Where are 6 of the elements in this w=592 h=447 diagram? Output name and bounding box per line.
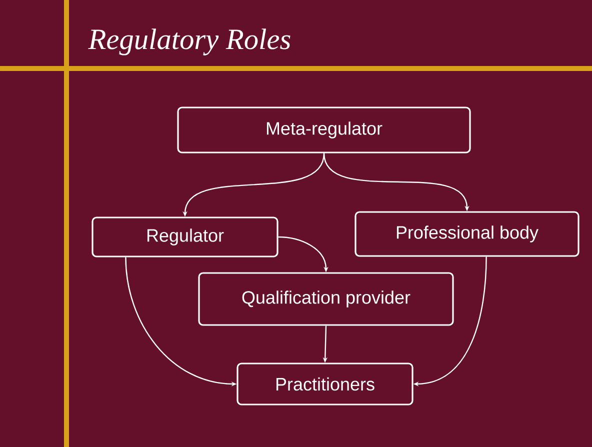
process-box: Professional body	[354, 211, 580, 257]
process-box: Qualification provider	[198, 272, 454, 326]
slide-title: Regulatory Roles	[88, 28, 290, 56]
process-box: Meta-regulator	[177, 106, 471, 154]
process-box: Practitioners	[236, 362, 414, 406]
process-box: Regulator	[92, 216, 278, 258]
